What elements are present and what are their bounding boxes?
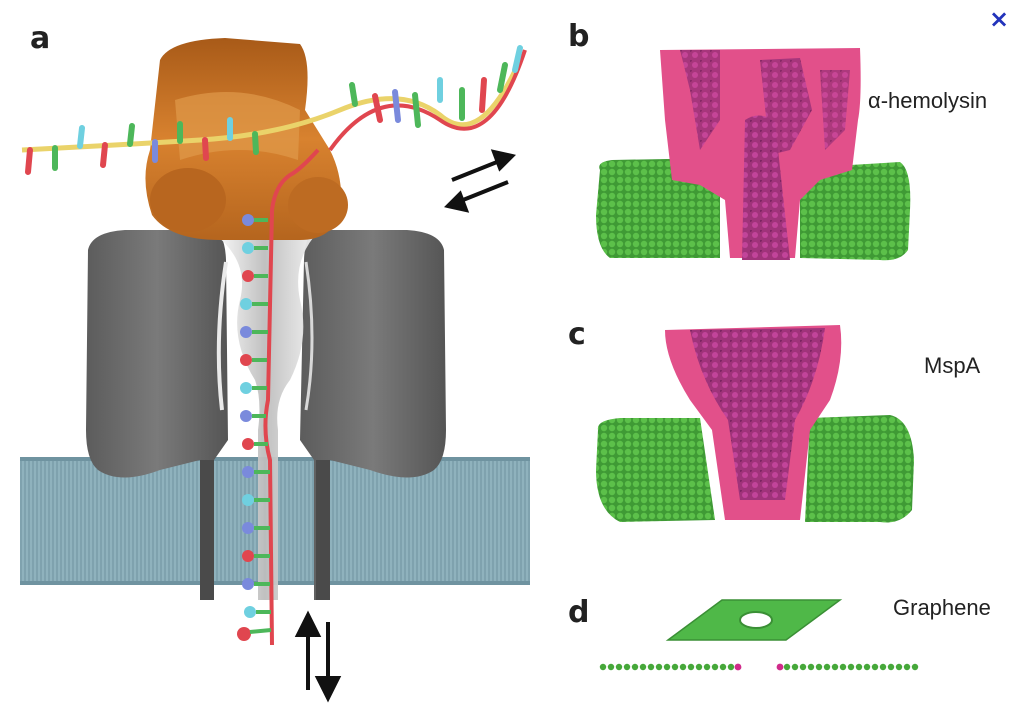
graphene-structure — [599, 599, 919, 671]
mspa-structure — [596, 325, 914, 523]
panel-letter-b: b — [568, 19, 590, 54]
label-mspa: MspA — [924, 353, 981, 378]
panel-letter-a: a — [30, 21, 51, 56]
panel-letter-d: d — [568, 595, 590, 630]
equilibrium-arrows-icon — [444, 149, 516, 213]
nanopore-protein — [86, 230, 446, 600]
close-icon[interactable]: × — [988, 5, 1010, 33]
panel-a-illustration — [20, 38, 530, 703]
translocation-arrows-icon — [294, 610, 342, 703]
alpha-hemolysin-structure — [596, 48, 911, 261]
dna-duplex — [21, 45, 527, 175]
panel-letter-c: c — [568, 317, 586, 352]
label-graphene: Graphene — [893, 595, 991, 620]
ssdna-strand — [237, 148, 320, 646]
label-alpha-hemolysin: α-hemolysin — [868, 88, 988, 113]
